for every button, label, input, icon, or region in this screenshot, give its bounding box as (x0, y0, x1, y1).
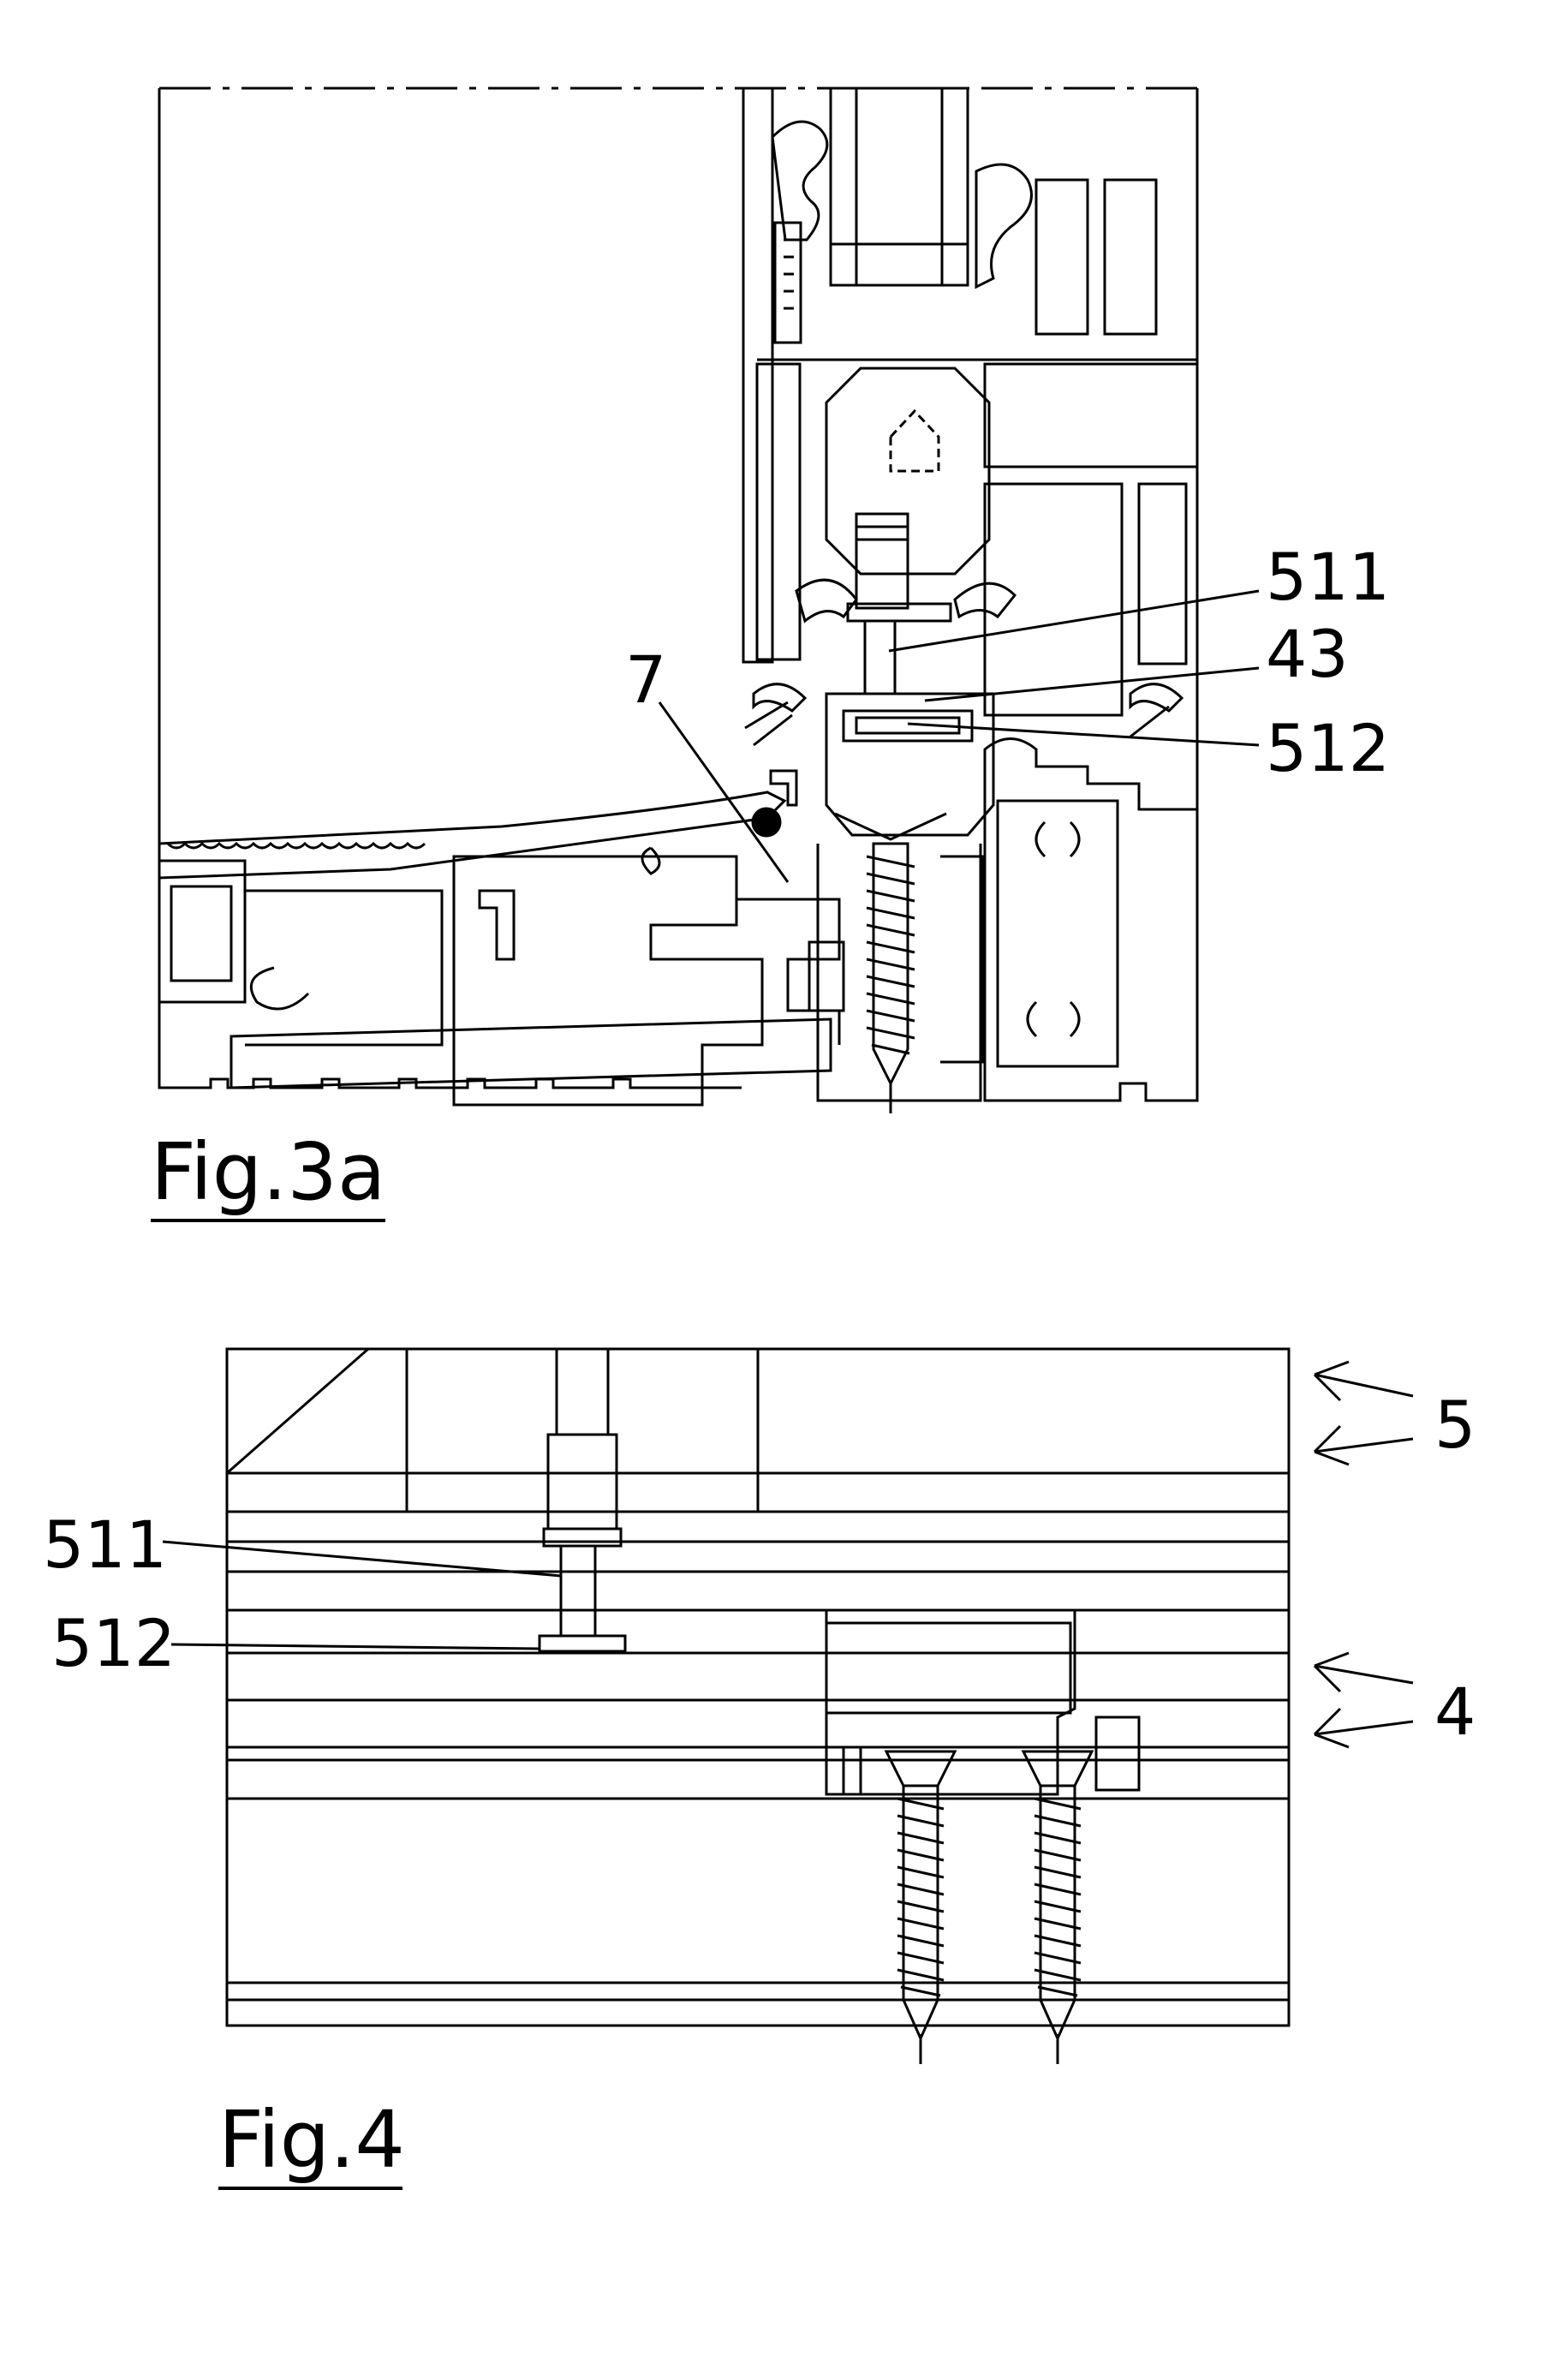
pin-collar (544, 1529, 621, 1546)
leader-43 (925, 668, 1259, 701)
threshold-chamber-mid (245, 891, 442, 1045)
bracket-screw-boss (1096, 1717, 1139, 1790)
frame-chamber-2 (1105, 180, 1156, 334)
caption-fig3a: Fig.3a (151, 1126, 385, 1218)
diagonal-cut (227, 1349, 368, 1473)
fig3a-leaders (659, 591, 1259, 882)
label-511-fig4: 511 (43, 1507, 167, 1583)
clip-c-left (251, 968, 308, 1009)
pin-511 (865, 621, 895, 694)
clip-c-right-top (1036, 822, 1079, 856)
threshold-chamber-right (454, 856, 762, 1105)
label-511: 511 (1266, 539, 1390, 615)
clip-small (642, 848, 659, 874)
base-rail-inner (231, 1019, 831, 1088)
fig4-drawing (227, 1349, 1289, 2026)
glazing-gasket-right (976, 164, 1032, 287)
fig3a-drawing (159, 88, 1197, 1105)
adapter-43 (826, 694, 993, 835)
label-43: 43 (1266, 616, 1349, 692)
pin-upper-shaft (557, 1349, 608, 1435)
bracket-4 (826, 1610, 1075, 1794)
bolt-collar (848, 604, 951, 621)
pin-body (548, 1435, 617, 1529)
frame-chamber-4 (985, 484, 1122, 715)
fig4-leaders (163, 1362, 1413, 1747)
frame-base-right (985, 739, 1197, 1101)
pin-511-shaft (561, 1546, 595, 1636)
threshold-ramp (159, 792, 784, 878)
frame-web (940, 856, 983, 1062)
frame-chamber-5 (1139, 484, 1186, 664)
bolt-hidden-outline (891, 411, 939, 471)
caption-fig4: Fig.4 (218, 2094, 405, 2186)
frame-chamber-3 (985, 364, 1197, 467)
seal-cord (753, 809, 780, 836)
seal-right (1130, 684, 1182, 737)
arrow-5-upper (1315, 1362, 1413, 1400)
connector-tail (736, 899, 839, 1045)
label-512: 512 (1266, 710, 1390, 786)
sash-chamber-left (757, 364, 800, 659)
label-7: 7 (625, 641, 666, 718)
arrow-4-upper (1315, 1653, 1413, 1692)
label-512-fig4: 512 (51, 1605, 176, 1681)
arrow-5-lower (1315, 1426, 1413, 1465)
clip-c-right-bottom (1028, 1002, 1079, 1036)
seal-left (745, 684, 805, 745)
label-4: 4 (1434, 1674, 1476, 1750)
glass-unit (831, 88, 968, 285)
pin-512-head (540, 1636, 625, 1651)
upper-block (407, 1349, 758, 1512)
frame-chamber-1 (1036, 180, 1088, 334)
fig3a-screw (867, 844, 915, 1113)
label-5: 5 (1434, 1387, 1476, 1463)
arrow-4-lower (1315, 1709, 1413, 1747)
